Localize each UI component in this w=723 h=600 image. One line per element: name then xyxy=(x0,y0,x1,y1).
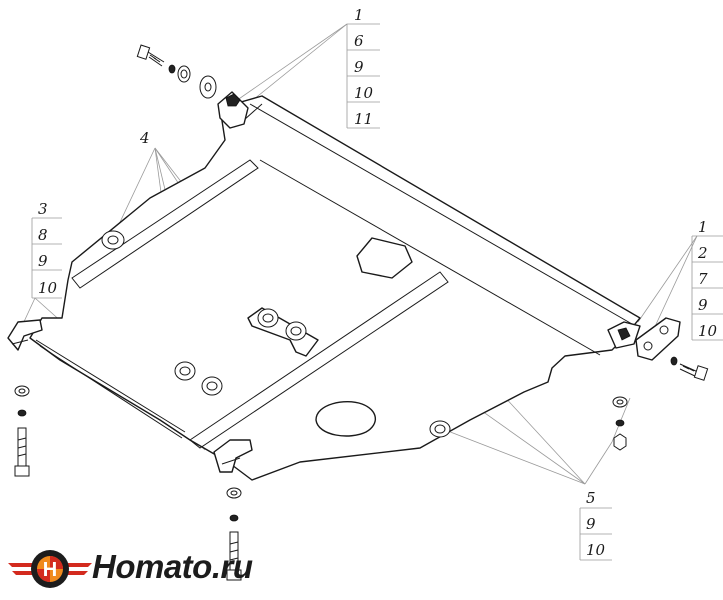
rear-right-fasteners xyxy=(607,317,709,451)
svg-text:H: H xyxy=(43,559,57,581)
mount-points xyxy=(101,230,451,438)
callout-bottom: 5 9 10 xyxy=(579,489,612,561)
mount-nut xyxy=(429,420,451,438)
callout-label: 10 xyxy=(698,322,718,340)
callout-label: 6 xyxy=(354,32,364,50)
callout-label: 2 xyxy=(697,244,708,262)
mount-nut xyxy=(285,321,307,341)
brand-name: Homato.ru xyxy=(92,548,253,585)
callout-right: 1 2 7 9 10 xyxy=(691,218,723,341)
callout-label: 10 xyxy=(586,541,606,559)
callout-label: 3 xyxy=(38,200,48,218)
rear-top-fasteners xyxy=(136,44,249,129)
callout-label: 10 xyxy=(354,84,374,102)
logo-emblem: H xyxy=(8,550,92,588)
callout-label: 11 xyxy=(354,110,373,128)
callout-label: 9 xyxy=(586,515,596,533)
mount-nut xyxy=(101,230,125,250)
skid-plate xyxy=(29,95,641,481)
mount-nut xyxy=(257,308,279,328)
callout-label: 5 xyxy=(586,489,596,507)
callout-label: 9 xyxy=(38,252,48,270)
callout-label: 8 xyxy=(38,226,48,244)
callout-label: 7 xyxy=(698,270,708,288)
front-center-fasteners xyxy=(226,487,242,581)
callout-mounts: 4 xyxy=(139,129,150,147)
mount-nut xyxy=(201,376,223,396)
front-tabs xyxy=(7,319,253,473)
left-front-fasteners xyxy=(14,385,30,477)
brand-logo: H xyxy=(8,550,92,588)
callout-label: 9 xyxy=(354,58,364,76)
callout-label: 1 xyxy=(698,218,708,236)
callout-left: 3 8 9 10 xyxy=(31,200,62,299)
callout-label: 9 xyxy=(698,296,708,314)
callout-label: 10 xyxy=(38,279,58,297)
callout-label: 4 xyxy=(139,129,150,147)
callout-top: 1 6 9 10 11 xyxy=(346,6,380,129)
bolt xyxy=(136,44,165,67)
mount-nut xyxy=(174,361,196,381)
callout-label: 1 xyxy=(354,6,364,24)
bolt xyxy=(679,363,709,381)
